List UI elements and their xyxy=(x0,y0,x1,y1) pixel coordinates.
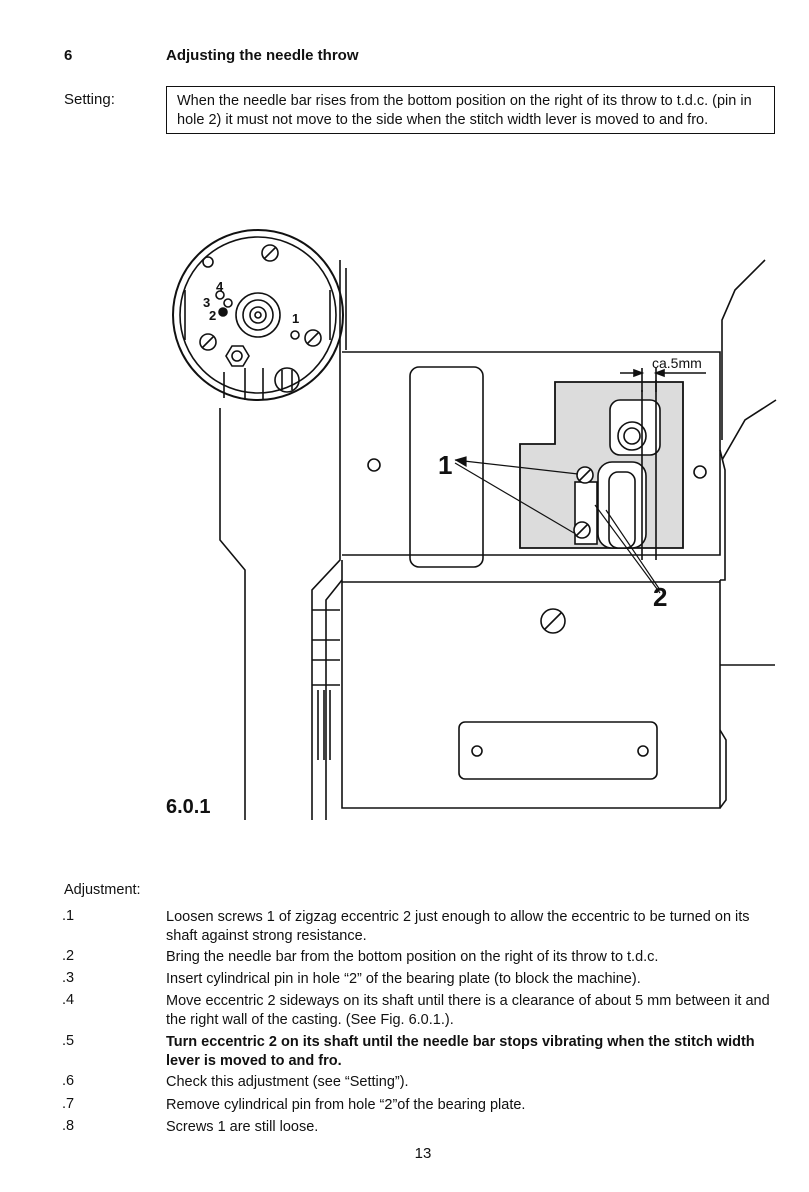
step-number: .5 xyxy=(62,1033,75,1049)
setting-text: When the needle bar rises from the botto… xyxy=(177,93,752,128)
callout-eccentric-label: 2 xyxy=(653,582,667,612)
step-text: Check this adjustment (see “Setting”). xyxy=(166,1074,409,1090)
step-text: Screws 1 are still loose. xyxy=(166,1119,319,1135)
hole-2-label: 2 xyxy=(209,308,216,323)
setting-box: When the needle bar rises from the botto… xyxy=(166,86,775,134)
step-number: .1 xyxy=(62,908,75,924)
hole-4-label: 4 xyxy=(216,279,224,294)
step-number: .3 xyxy=(62,970,75,986)
hole-3-label: 3 xyxy=(203,295,210,310)
section-title: Adjusting the needle throw xyxy=(166,47,359,64)
step-number: .4 xyxy=(62,992,75,1008)
adjustment-label: Adjustment: xyxy=(64,882,141,898)
callout-screws-label: 1 xyxy=(438,450,452,480)
step-text: Bring the needle bar from the bottom pos… xyxy=(166,949,659,965)
section-number: 6 xyxy=(64,47,73,64)
hole-number-labels: 4 3 2 1 xyxy=(203,279,299,326)
step-number: .8 xyxy=(62,1118,75,1134)
step-number: .7 xyxy=(62,1096,75,1112)
bearing-plate-inset xyxy=(172,229,344,401)
leader-lines xyxy=(454,456,661,594)
step-text: Turn eccentric 2 on its shaft until the … xyxy=(166,1034,755,1069)
step-text: Move eccentric 2 sideways on its shaft u… xyxy=(166,993,770,1028)
technical-drawing: 4 3 2 1 ca.5mm xyxy=(172,229,777,820)
clearance-dimension xyxy=(620,368,706,392)
right-side-outline xyxy=(719,259,777,809)
setting-label: Setting: xyxy=(64,91,115,108)
machine-arm-outline xyxy=(219,260,347,820)
step-text: Remove cylindrical pin from hole “2”of t… xyxy=(166,1097,526,1113)
figure-label: 6.0.1 xyxy=(166,796,211,818)
step-text: Insert cylindrical pin in hole “2” of th… xyxy=(166,971,641,987)
step-number: .2 xyxy=(62,948,75,964)
step-number: .6 xyxy=(62,1073,75,1089)
page-number: 13 xyxy=(414,1145,432,1162)
clearance-label: ca.5mm xyxy=(652,355,702,371)
hole-1-label: 1 xyxy=(292,311,299,326)
upper-housing xyxy=(342,351,721,568)
lower-housing xyxy=(341,560,721,809)
step-text: Loosen screws 1 of zigzag eccentric 2 ju… xyxy=(166,909,750,944)
